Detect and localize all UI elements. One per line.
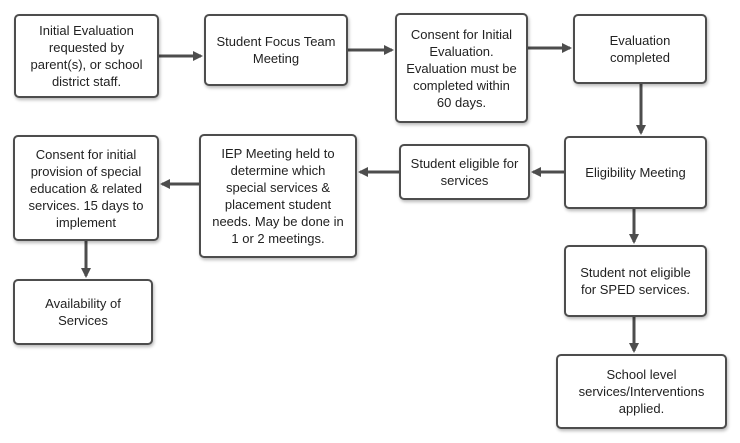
node-evaluation-completed: Evaluation completed bbox=[573, 14, 707, 84]
node-student-focus-team: Student Focus Team Meeting bbox=[204, 14, 348, 86]
node-availability-services: Availability of Services bbox=[13, 279, 153, 345]
node-school-level-services: School level services/Interventions appl… bbox=[556, 354, 727, 429]
node-student-eligible: Student eligible for services bbox=[399, 144, 530, 200]
node-eligibility-meeting: Eligibility Meeting bbox=[564, 136, 707, 209]
node-iep-meeting: IEP Meeting held to determine which spec… bbox=[199, 134, 357, 258]
node-consent-initial-provision: Consent for initial provision of special… bbox=[13, 135, 159, 241]
node-initial-evaluation: Initial Evaluation requested by parent(s… bbox=[14, 14, 159, 98]
node-student-not-eligible: Student not eligible for SPED services. bbox=[564, 245, 707, 317]
node-consent-initial-evaluation: Consent for Initial Evaluation. Evaluati… bbox=[395, 13, 528, 123]
